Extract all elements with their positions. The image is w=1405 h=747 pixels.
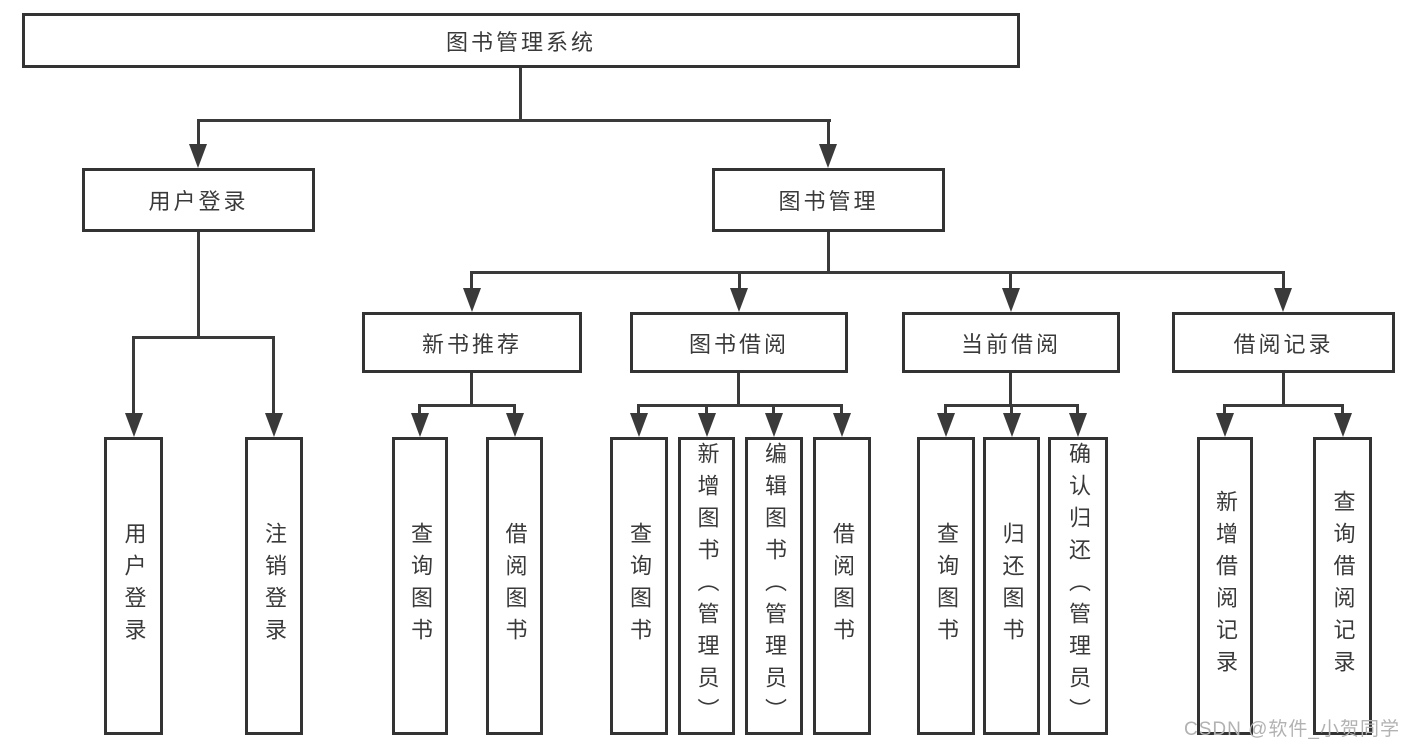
connector-vline (827, 232, 830, 273)
leaf-confirm-return-admin: 确认归还（管理员） (1048, 437, 1108, 735)
node-label: 图书管理系统 (445, 29, 596, 55)
connector-vline (637, 404, 640, 416)
arrow-down-icon (1274, 288, 1292, 312)
node-label: 借阅图书 (830, 522, 855, 650)
connector-vline (737, 373, 740, 407)
arrow-down-icon (1216, 413, 1234, 437)
node-user-login: 用户登录 (82, 168, 315, 232)
connector-hline (197, 119, 831, 122)
arrow-down-icon (1002, 288, 1020, 312)
connector-vline (1282, 373, 1285, 407)
arrow-down-icon (1069, 413, 1087, 437)
node-borrowing-records: 借阅记录 (1172, 312, 1395, 373)
connector-hline (419, 404, 516, 407)
node-label: 查询图书 (627, 522, 652, 650)
connector-vline (944, 404, 947, 416)
leaf-return-books: 归还图书 (983, 437, 1040, 735)
node-label: 借阅记录 (1233, 331, 1334, 357)
leaf-edit-books-admin: 编辑图书（管理员） (745, 437, 803, 735)
arrow-down-icon (765, 413, 783, 437)
connector-vline (418, 404, 421, 416)
connector-vline (1076, 404, 1079, 416)
node-label: 用户登录 (121, 522, 147, 650)
arrow-down-icon (125, 413, 143, 437)
connector-vline (470, 271, 473, 292)
connector-vline (197, 119, 200, 147)
connector-vline (840, 404, 843, 416)
arrow-down-icon (506, 413, 524, 437)
node-label: 查询图书 (408, 522, 433, 650)
connector-vline (772, 404, 775, 416)
arrow-down-icon (463, 288, 481, 312)
arrow-down-icon (189, 144, 207, 168)
connector-vline (1282, 271, 1285, 292)
node-new-book-recommendation: 新书推荐 (362, 312, 582, 373)
node-label: 查询图书 (934, 522, 959, 650)
node-label: 归还图书 (999, 522, 1025, 650)
node-label: 借阅图书 (502, 522, 528, 650)
leaf-borrow-books-recommend: 借阅图书 (486, 437, 543, 735)
node-label: 查询借阅记录 (1330, 490, 1356, 682)
arrow-down-icon (1003, 413, 1021, 437)
node-label: 用户登录 (148, 189, 249, 214)
arrow-down-icon (698, 413, 716, 437)
connector-vline (1341, 404, 1344, 416)
connector-vline (738, 271, 741, 292)
arrow-down-icon (937, 413, 955, 437)
leaf-user-login: 用户登录 (104, 437, 163, 735)
leaf-add-books-admin: 新增图书（管理员） (678, 437, 735, 735)
connector-vline (827, 119, 830, 147)
leaf-query-books-recommend: 查询图书 (392, 437, 448, 735)
connector-vline (1010, 404, 1013, 416)
arrow-down-icon (1334, 413, 1352, 437)
connector-vline (272, 336, 275, 416)
leaf-logout: 注销登录 (245, 437, 303, 735)
connector-hline (132, 336, 275, 339)
arrow-down-icon (730, 288, 748, 312)
connector-vline (1223, 404, 1226, 416)
arrow-down-icon (411, 413, 429, 437)
node-label: 编辑图书（管理员） (762, 442, 787, 730)
connector-vline (519, 68, 522, 121)
connector-vline (470, 373, 473, 407)
leaf-add-borrow-record: 新增借阅记录 (1197, 437, 1253, 735)
connector-hline (1223, 404, 1344, 407)
csdn-watermark: CSDN @软件_小贺同学 (1184, 719, 1400, 740)
arrow-down-icon (265, 413, 283, 437)
node-label: 新增借阅记录 (1213, 490, 1238, 682)
connector-vline (197, 232, 200, 339)
node-label: 图书管理 (778, 189, 879, 214)
connector-vline (705, 404, 708, 416)
connector-vline (1009, 373, 1012, 407)
node-current-borrowing: 当前借阅 (902, 312, 1120, 373)
connector-hline (637, 404, 843, 407)
connector-vline (1009, 271, 1012, 292)
connector-vline (513, 404, 516, 416)
node-label: 图书借阅 (688, 331, 789, 357)
node-book-management: 图书管理 (712, 168, 945, 232)
arrow-down-icon (819, 144, 837, 168)
node-book-borrowing: 图书借阅 (630, 312, 848, 373)
node-label: 注销登录 (262, 522, 287, 650)
node-label: 当前借阅 (960, 331, 1061, 357)
leaf-borrow-books-borrow: 借阅图书 (813, 437, 871, 735)
arrow-down-icon (833, 413, 851, 437)
connector-vline (132, 336, 135, 416)
node-library-management-system: 图书管理系统 (22, 13, 1020, 68)
leaf-query-books-borrow: 查询图书 (610, 437, 668, 735)
node-label: 确认归还（管理员） (1066, 442, 1091, 730)
leaf-query-borrow-record: 查询借阅记录 (1313, 437, 1372, 735)
arrow-down-icon (630, 413, 648, 437)
connector-hline (471, 271, 1285, 274)
leaf-query-books-current: 查询图书 (917, 437, 975, 735)
node-label: 新书推荐 (421, 331, 522, 357)
node-label: 新增图书（管理员） (694, 442, 720, 730)
